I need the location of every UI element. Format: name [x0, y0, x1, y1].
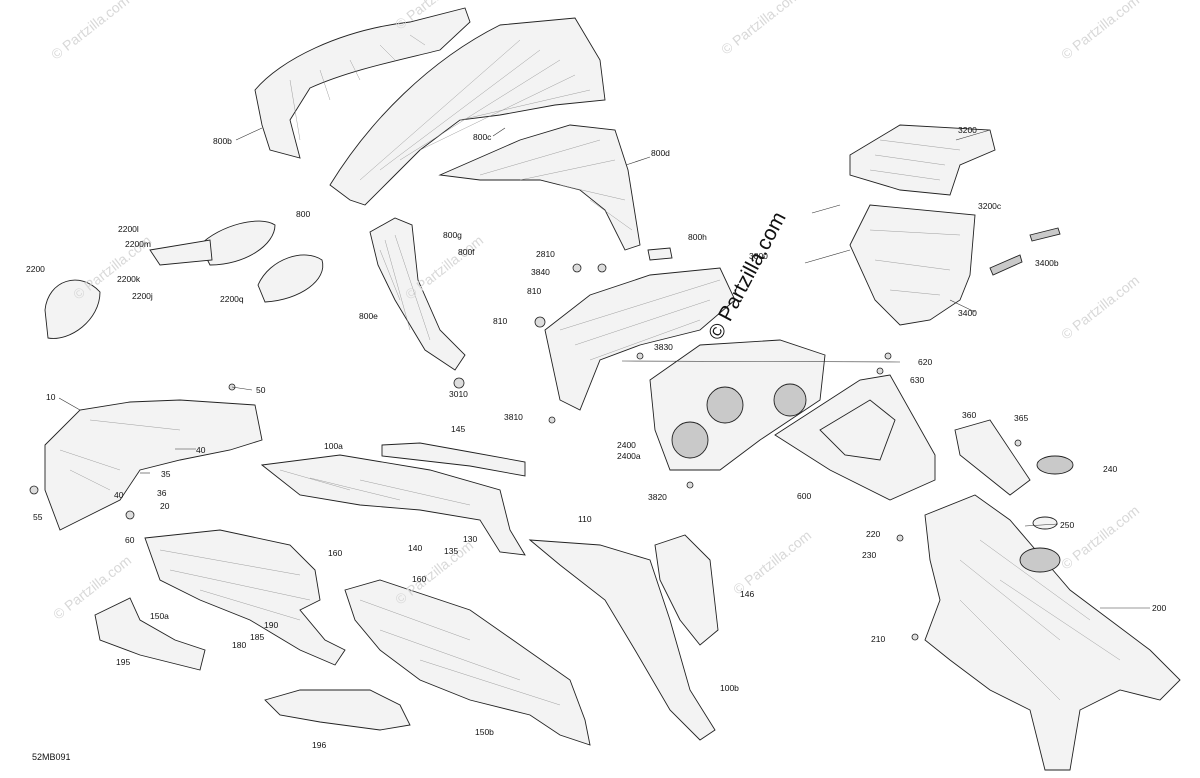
- callout-800d: 800d: [651, 148, 670, 158]
- callout-600: 600: [797, 491, 812, 501]
- callout-135: 135: [444, 546, 459, 556]
- callout-3200c: 3200c: [978, 201, 1002, 211]
- callout-185: 185: [250, 632, 265, 642]
- part-250: [1032, 516, 1058, 530]
- callout-800e: 800e: [359, 311, 378, 321]
- callout-2200: 2200: [26, 264, 45, 274]
- callout-36: 36: [157, 488, 167, 498]
- callout-146: 146: [740, 589, 755, 599]
- callout-2200l: 2200l: [118, 224, 139, 234]
- callout-800g: 800g: [443, 230, 462, 240]
- callout-230: 230: [862, 550, 877, 560]
- callout-630: 630: [910, 375, 925, 385]
- callout-100a: 100a: [324, 441, 343, 451]
- callout-360: 360: [962, 410, 977, 420]
- callout-160: 160: [412, 574, 427, 584]
- part-2200-mirror-left: [44, 279, 101, 339]
- callout-3400b: 3400b: [1035, 258, 1059, 268]
- callout-250: 250: [1060, 520, 1075, 530]
- part-100b: [528, 539, 716, 741]
- part-360: [954, 419, 1031, 496]
- callout-190: 190: [264, 620, 279, 630]
- callout-35: 35: [161, 469, 171, 479]
- callout-800f: 800f: [458, 247, 475, 257]
- part-800b: [254, 7, 471, 159]
- diagram-code: 52MB091: [32, 752, 71, 762]
- part-10: [44, 399, 263, 531]
- callout-3820: 3820: [648, 492, 667, 502]
- callout-40: 40: [196, 445, 206, 455]
- callout-800h: 800h: [688, 232, 707, 242]
- callout-200: 200: [1152, 603, 1167, 613]
- callout-2400a: 2400a: [617, 451, 641, 461]
- part-150b: [344, 579, 591, 746]
- callout-196: 196: [312, 740, 327, 750]
- part-240: [1036, 455, 1074, 475]
- callout-3830: 3830: [654, 342, 673, 352]
- part-100a: [260, 454, 526, 556]
- part-196: [264, 689, 411, 731]
- callout-195: 195: [116, 657, 131, 667]
- callout-145: 145: [451, 424, 466, 434]
- part-800e: [369, 217, 466, 371]
- callout-810: 810: [493, 316, 508, 326]
- callout-40: 40: [114, 490, 124, 500]
- callout-2200m: 2200m: [125, 239, 151, 249]
- callout-50: 50: [256, 385, 266, 395]
- callout-3810: 3810: [504, 412, 523, 422]
- part-146: [654, 534, 719, 646]
- callout-800: 800: [296, 209, 311, 219]
- callout-100b: 100b: [720, 683, 739, 693]
- callout-3200: 3200: [958, 125, 977, 135]
- callout-3400: 3400: [958, 308, 977, 318]
- callout-150a: 150a: [150, 611, 169, 621]
- part-200: [924, 494, 1181, 771]
- callout-20: 20: [160, 501, 170, 511]
- callout-140: 140: [408, 543, 423, 553]
- part-2200-mirror-right: [257, 254, 324, 303]
- callout-810: 810: [527, 286, 542, 296]
- callout-160: 160: [328, 548, 343, 558]
- callout-60: 60: [125, 535, 135, 545]
- part-3200: [849, 124, 996, 196]
- part-600: [774, 374, 936, 501]
- part-800d: [438, 124, 641, 251]
- callout-2200q: 2200q: [220, 294, 244, 304]
- callout-55: 55: [33, 512, 43, 522]
- callout-240: 240: [1103, 464, 1118, 474]
- part-145: [381, 442, 526, 477]
- callout-110: 110: [578, 514, 592, 524]
- part-150a: [144, 529, 346, 666]
- callout-800b: 800b: [213, 136, 232, 146]
- callout-10: 10: [46, 392, 56, 402]
- callout-365: 365: [1014, 413, 1029, 423]
- part-800: [329, 17, 606, 206]
- callout-2200j: 2200j: [132, 291, 153, 301]
- callout-2200k: 2200k: [117, 274, 141, 284]
- part-3800: [544, 267, 736, 411]
- callout-2400: 2400: [617, 440, 636, 450]
- callout-3010: 3010: [449, 389, 468, 399]
- callout-150b: 150b: [475, 727, 494, 737]
- callout-3800: 3800: [749, 251, 768, 261]
- callout-220: 220: [866, 529, 881, 539]
- part-2200-mirror-mount: [149, 220, 276, 266]
- callout-210: 210: [871, 634, 886, 644]
- callout-800c: 800c: [473, 132, 492, 142]
- callout-130: 130: [463, 534, 478, 544]
- callout-3840: 3840: [531, 267, 550, 277]
- callout-2810: 2810: [536, 249, 555, 259]
- callout-180: 180: [232, 640, 247, 650]
- part-195: [94, 597, 206, 671]
- callout-620: 620: [918, 357, 933, 367]
